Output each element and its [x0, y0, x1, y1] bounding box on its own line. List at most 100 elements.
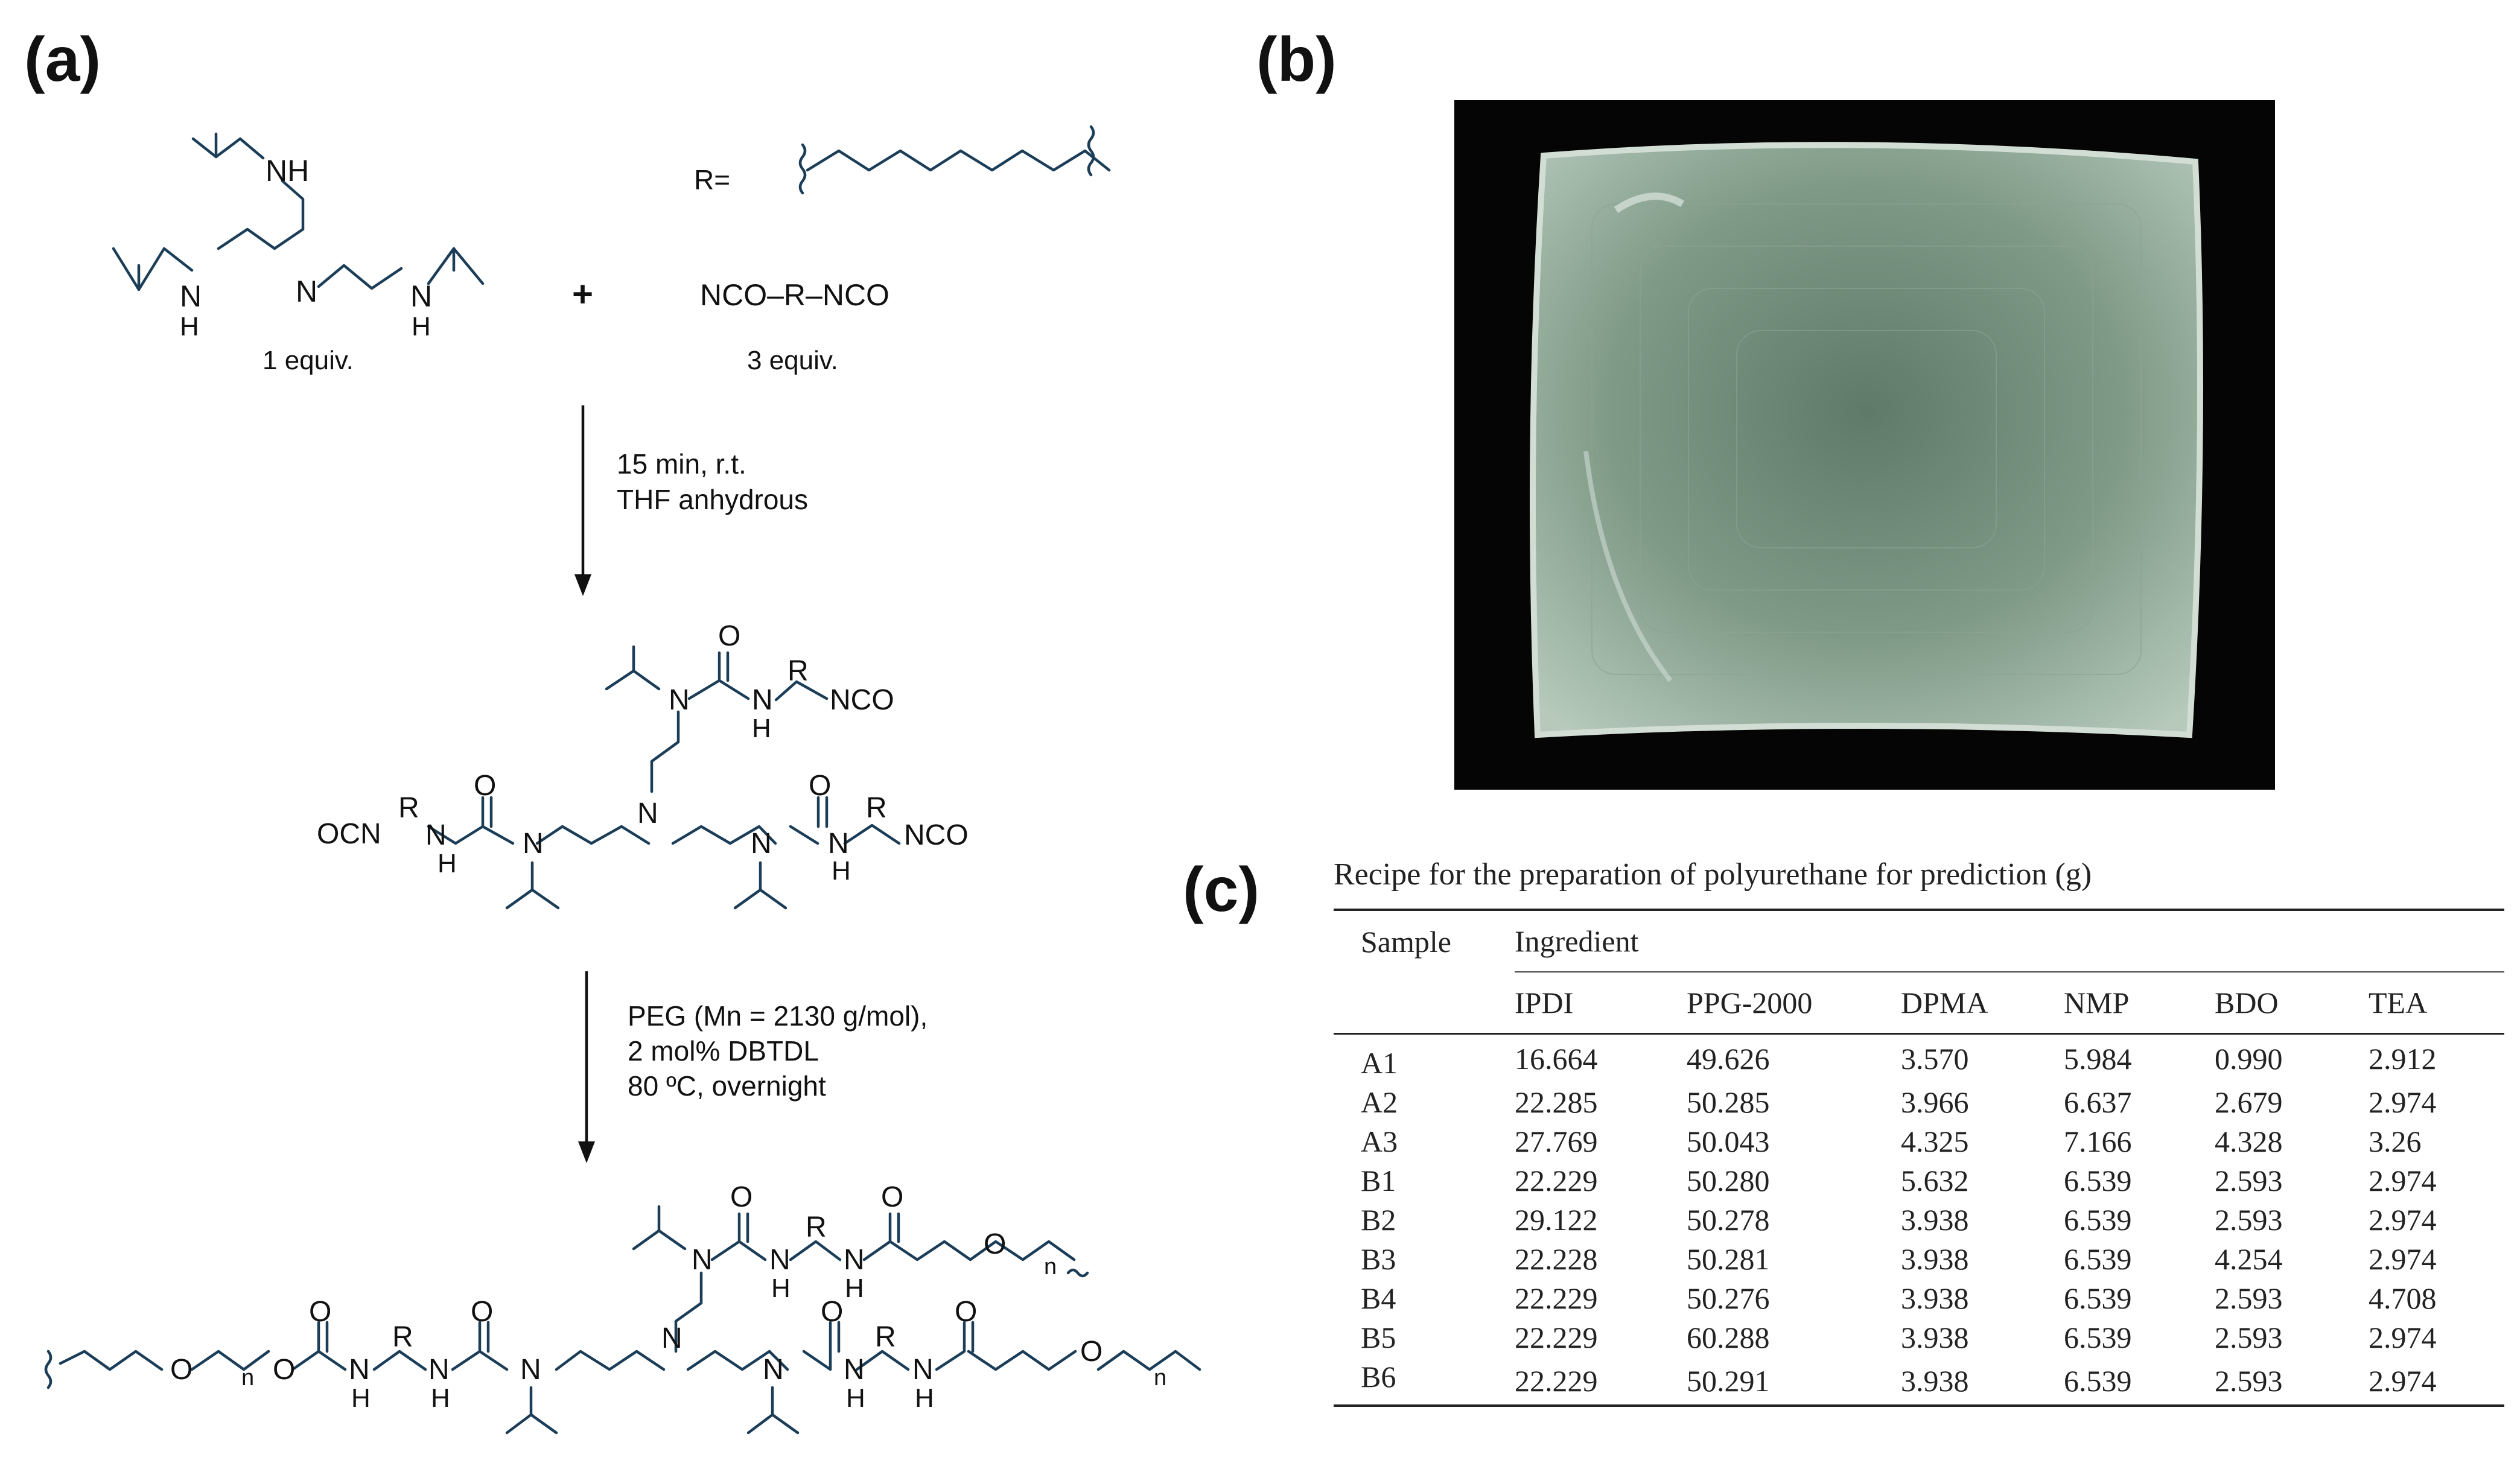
intermediate-structure: O N N H R NCO OCN R O N H N N N O N H R …	[317, 620, 969, 910]
product-n-top: N	[692, 1244, 713, 1276]
product-o-carbonyl-left-1: O	[309, 1296, 331, 1328]
table-caption: Recipe for the preparation of polyuretha…	[1334, 857, 2092, 892]
cell-value: 2.974	[2369, 1242, 2437, 1276]
intermediate-n-left: N	[523, 828, 544, 860]
cell-value: 60.288	[1687, 1320, 1770, 1354]
cell-value: 2.593	[2215, 1281, 2283, 1315]
row-sample: B3	[1361, 1242, 1396, 1276]
cell-value: 3.966	[1901, 1085, 1969, 1119]
plus-sign: +	[572, 274, 593, 314]
product-o-ester-left: O	[273, 1354, 295, 1386]
cell-value: 16.664	[1515, 1041, 1598, 1076]
intermediate-n-top: N	[669, 684, 690, 716]
product-o-top-1: O	[730, 1181, 752, 1213]
row-sample: B4	[1361, 1281, 1396, 1315]
cell-value: 50.276	[1687, 1281, 1770, 1315]
r-def-label: R=	[694, 164, 730, 195]
product-h-top-2: H	[845, 1274, 864, 1303]
table-row: B2 29.122 50.278 3.938 6.539 2.593 2.974	[1334, 1200, 2504, 1239]
product-o-carbonyl-right-1: O	[821, 1296, 843, 1328]
film-sample-image	[1530, 142, 2203, 738]
column-header-ppg2000: PPG-2000	[1687, 986, 1813, 1020]
intermediate-r-top: R	[788, 655, 809, 687]
row-sample: A2	[1361, 1085, 1398, 1119]
arrow-1-head	[574, 574, 591, 596]
cell-value: 50.285	[1687, 1085, 1770, 1119]
row-sample: B2	[1361, 1202, 1396, 1237]
product-o-top-2: O	[881, 1181, 903, 1213]
cell-value: 4.254	[2215, 1242, 2283, 1276]
table-row: A3 27.769 50.043 4.325 7.166 4.328 3.26	[1334, 1122, 2504, 1161]
step1-condition-2: THF anhydrous	[617, 484, 808, 515]
cell-value: 5.632	[1901, 1163, 1969, 1198]
amine-structure: NH N N H N H 1 equiv.	[112, 132, 485, 375]
row-sample: B1	[1361, 1163, 1396, 1198]
cell-value: 2.593	[2215, 1202, 2283, 1237]
cell-value: 22.285	[1515, 1085, 1598, 1119]
intermediate-nh-right: N	[828, 828, 849, 860]
cell-value: 6.539	[2064, 1320, 2132, 1354]
cell-value: 22.229	[1515, 1363, 1598, 1398]
product-o-ether-top: O	[984, 1228, 1006, 1260]
product-r-top: R	[806, 1211, 827, 1243]
product-o-carbonyl-left-2: O	[471, 1296, 493, 1328]
cell-value: 2.593	[2215, 1320, 2283, 1354]
product-o-ether-left: O	[170, 1354, 192, 1386]
product-n-subscript-left: n	[241, 1365, 254, 1391]
table-row: B1 22.229 50.280 5.632 6.539 2.593 2.974	[1334, 1161, 2504, 1200]
product-nh-right-1: N	[844, 1354, 865, 1386]
recipe-table: Sample Ingredient IPDI PPG-2000 DPMA NMP…	[1334, 909, 2504, 1407]
cell-value: 7.166	[2064, 1124, 2132, 1158]
cell-value: 3.938	[1901, 1242, 1969, 1276]
table-row: B3 22.228 50.281 3.938 6.539 4.254 2.974	[1334, 1239, 2504, 1278]
product-o-ether-right: O	[1080, 1336, 1102, 1368]
cell-value: 22.229	[1515, 1281, 1598, 1315]
cell-value: 2.593	[2215, 1363, 2283, 1398]
cell-value: 50.280	[1687, 1163, 1770, 1198]
diisocyanate-equiv: 3 equiv.	[747, 346, 838, 375]
product-nh-right-2: N	[912, 1354, 934, 1386]
intermediate-r-left: R	[398, 792, 419, 824]
amine-h-left: H	[180, 312, 199, 341]
step2-condition-3: 80 ºC, overnight	[628, 1070, 826, 1102]
table-row: A2 22.285 50.285 3.966 6.637 2.679 2.974	[1334, 1082, 2504, 1122]
product-h-right-1: H	[846, 1383, 865, 1413]
cell-value: 5.984	[2064, 1041, 2132, 1076]
cell-value: 3.938	[1901, 1320, 1969, 1354]
column-header-bdo: BDO	[2215, 986, 2279, 1020]
cell-value: 3.938	[1901, 1281, 1969, 1315]
cell-value: 4.328	[2215, 1124, 2283, 1158]
cell-value: 50.291	[1687, 1363, 1770, 1398]
cell-value: 49.626	[1687, 1041, 1770, 1076]
amine-n-left: N	[180, 279, 202, 313]
table-row: B6 22.229 50.291 3.938 6.539 2.593 2.974	[1334, 1357, 2504, 1406]
cell-value: 6.539	[2064, 1281, 2132, 1315]
product-nh-top-1: N	[769, 1244, 791, 1276]
row-sample: B5	[1361, 1320, 1396, 1354]
product-nh-top-2: N	[844, 1244, 865, 1276]
cell-value: 3.26	[2369, 1124, 2422, 1158]
product-h-top-1: H	[771, 1274, 791, 1303]
cell-value: 6.539	[2064, 1202, 2132, 1237]
intermediate-n-right: N	[751, 828, 772, 860]
cell-value: 22.229	[1515, 1163, 1598, 1198]
product-h-left-2: H	[431, 1383, 450, 1413]
cell-value: 2.679	[2215, 1085, 2283, 1119]
cell-value: 2.974	[2369, 1320, 2437, 1354]
panel-label-c: (c)	[1183, 855, 1260, 925]
cell-value: 0.990	[2215, 1041, 2283, 1076]
intermediate-h-right: H	[832, 856, 851, 886]
diisocyanate-formula: NCO–R–NCO	[700, 278, 889, 312]
product-n-right: N	[763, 1354, 784, 1386]
intermediate-ocn-left: OCN	[317, 818, 381, 850]
cell-value: 4.325	[1901, 1124, 1969, 1158]
cell-value: 2.912	[2369, 1041, 2437, 1076]
product-structure: O O N N H R N H O n O n O O N H R N H O …	[44, 1181, 1201, 1435]
intermediate-h-top: H	[752, 714, 771, 743]
table-row: B5 22.229 60.288 3.938 6.539 2.593 2.974	[1334, 1318, 2504, 1357]
intermediate-h-left: H	[438, 849, 457, 878]
cell-value: 27.769	[1515, 1124, 1598, 1158]
cell-value: 2.974	[2369, 1202, 2437, 1237]
intermediate-nco-right: NCO	[904, 819, 969, 851]
table-row: B4 22.229 50.276 3.938 6.539 2.593 4.708	[1334, 1278, 2504, 1318]
